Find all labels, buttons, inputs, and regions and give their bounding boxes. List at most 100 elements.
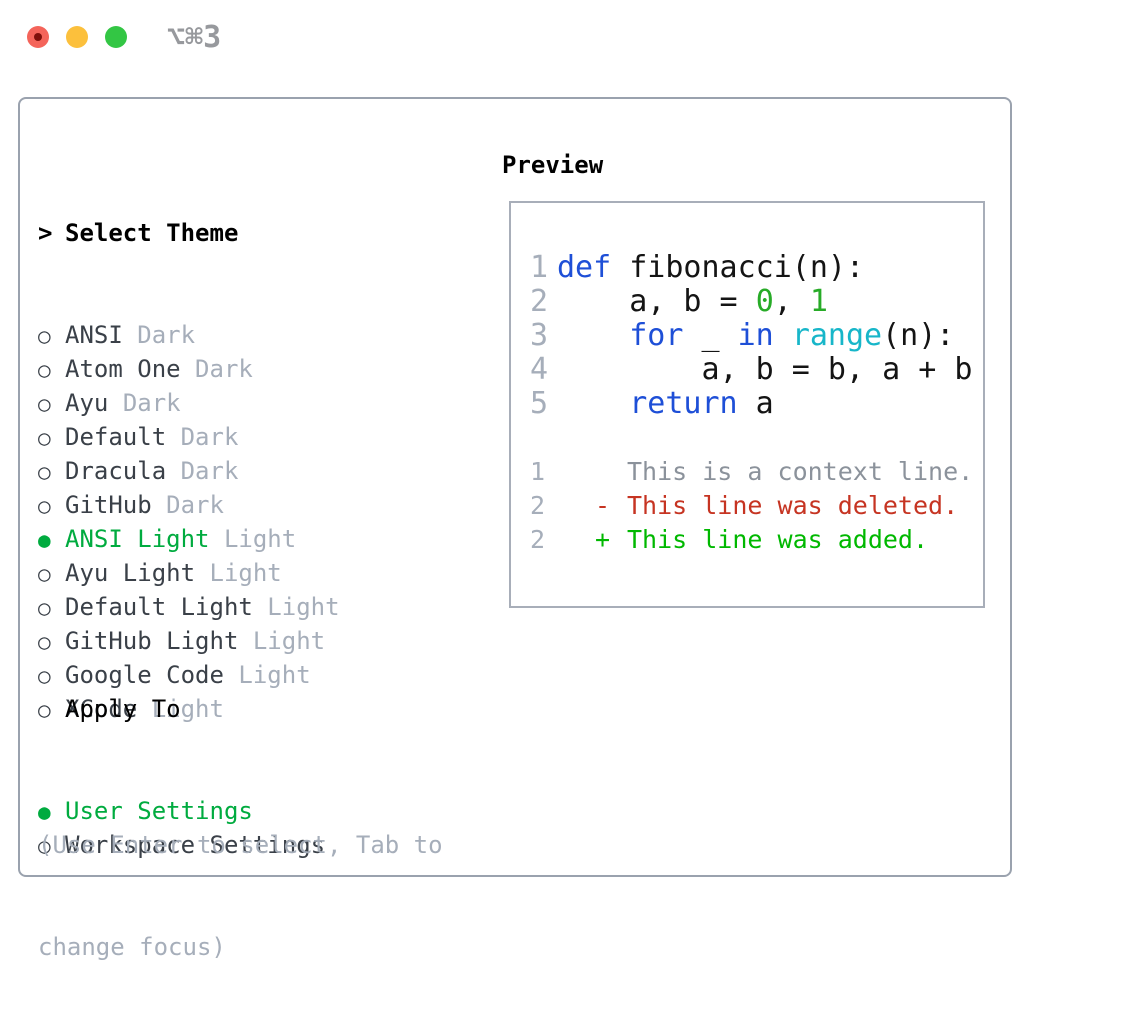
theme-name: GitHub	[65, 491, 152, 519]
theme-option[interactable]: ○GitHub Light Light	[38, 624, 340, 658]
code-token: a, b = b, a + b	[557, 352, 973, 387]
radio-selected-icon: ●	[38, 800, 51, 824]
radio-unselected-icon: ○	[38, 494, 51, 518]
radio-unselected-icon: ○	[38, 358, 51, 382]
theme-option[interactable]: ○Google Code Light	[38, 658, 340, 692]
diff-marker: -	[595, 491, 611, 520]
code-token	[557, 318, 629, 353]
help-line-2: change focus)	[38, 933, 226, 961]
theme-option[interactable]: ○Atom One Dark	[38, 352, 340, 386]
apply-to-title: Apply To	[65, 695, 181, 723]
theme-option[interactable]: ○XCode Light	[38, 692, 340, 726]
theme-variant: Dark	[180, 457, 239, 485]
theme-name: Default	[65, 423, 167, 451]
theme-variant: Light	[151, 695, 224, 723]
apply-to-list: ● User Settings ○ Workspace Settings	[38, 794, 325, 862]
radio-unselected-icon: ○	[38, 664, 51, 688]
apply-option-label: Workspace Settings	[65, 831, 326, 859]
theme-variant: Dark	[180, 423, 239, 451]
diff-text: This is a context line.	[627, 457, 974, 486]
theme-option[interactable]: ○ANSI Dark	[38, 318, 340, 352]
theme-variant: Dark	[166, 491, 224, 519]
theme-option[interactable]: ○Ayu Light Light	[38, 556, 340, 590]
app-window: ⌥⌘3 >Select Theme ○ANSI Dark○Atom One Da…	[18, 19, 1012, 961]
minimize-button[interactable]	[66, 26, 88, 48]
diff-text: This line was deleted.	[627, 491, 959, 520]
code-line: 4 a, b = b, a + b	[530, 353, 973, 387]
code-token: 0	[755, 284, 774, 319]
code-token: ,	[773, 284, 810, 319]
close-button[interactable]	[27, 26, 49, 48]
diff-marker: +	[595, 525, 611, 554]
line-number: 2	[530, 284, 549, 319]
code-token: def	[557, 250, 612, 285]
theme-variant: Light	[223, 525, 297, 553]
radio-unselected-icon: ○	[38, 596, 51, 620]
code-line: 2 a, b = 0, 1	[530, 285, 973, 319]
radio-unselected-icon: ○	[38, 392, 51, 416]
theme-list-title: Select Theme	[65, 219, 239, 247]
code-line: 5 return a	[530, 387, 973, 421]
code-token: 1	[809, 284, 828, 319]
theme-name: Google Code	[65, 661, 224, 689]
radio-selected-icon: ●	[38, 528, 51, 552]
theme-option[interactable]: ○Dracula Dark	[38, 454, 340, 488]
code-token: for	[629, 318, 684, 353]
code-token: in	[737, 318, 774, 353]
radio-unselected-icon: ○	[38, 460, 51, 484]
radio-unselected-icon: ○	[38, 834, 51, 858]
theme-option[interactable]: ○ Default Dark	[38, 420, 340, 454]
theme-name: Ayu Light	[65, 559, 196, 587]
code-line: 3 for _ in range(n):	[530, 319, 973, 353]
theme-variant: Light	[252, 627, 326, 655]
radio-unselected-icon: ○	[38, 562, 51, 586]
theme-option[interactable]: ○Ayu Dark	[38, 386, 340, 420]
code-token: return	[629, 386, 738, 421]
apply-option-label: User Settings	[65, 797, 253, 825]
theme-option[interactable]: ● ANSI Light Light	[38, 522, 340, 556]
theme-variant: Light	[267, 593, 340, 621]
code-token: fibonacci(n):	[611, 250, 865, 285]
apply-option[interactable]: ○ Workspace Settings	[38, 828, 325, 862]
diff-line-added: 2+This line was added.	[530, 523, 973, 557]
theme-name: GitHub Light	[65, 627, 239, 655]
selection-caret-icon: >	[38, 219, 53, 247]
diff-text: This line was added.	[627, 525, 929, 554]
apply-to-header: Apply To	[38, 692, 325, 726]
code-token: _	[683, 318, 738, 353]
help-text: (Use Enter to select, Tab to change focu…	[38, 760, 443, 1032]
radio-unselected-icon: ○	[38, 426, 51, 450]
code-token	[774, 318, 792, 353]
line-number: 4	[530, 352, 549, 387]
theme-name: Default Light	[65, 593, 253, 621]
preview-title: Preview	[502, 151, 604, 179]
diff-line-deleted: 2 -This line was deleted.	[530, 489, 973, 523]
line-number: 1	[530, 457, 546, 486]
zoom-button[interactable]	[105, 26, 127, 48]
theme-option[interactable]: ○ GitHub Dark	[38, 488, 340, 522]
theme-option[interactable]: ○ Default Light Light	[38, 590, 340, 624]
theme-list: ○ANSI Dark○Atom One Dark○Ayu Dark○Defaul…	[38, 318, 340, 726]
apply-option[interactable]: ● User Settings	[38, 794, 325, 828]
diff-line-context: 1 This is a context line.	[530, 455, 973, 489]
titlebar: ⌥⌘3	[27, 20, 221, 55]
diff-marker	[595, 455, 627, 489]
code-token: (n):	[882, 318, 955, 353]
theme-variant: Dark	[122, 389, 181, 417]
theme-list-header: > Select Theme	[38, 216, 340, 250]
line-number: 2	[530, 491, 546, 520]
radio-unselected-icon: ○	[38, 324, 51, 348]
radio-unselected-icon: ○	[38, 698, 51, 722]
theme-name: ANSI Light	[65, 525, 210, 553]
code-token: range	[791, 318, 883, 353]
blank-line	[530, 421, 973, 455]
theme-name: ANSI	[65, 321, 123, 349]
apply-to-section: Apply To ● User Settings ○ Workspace Settin…	[38, 624, 325, 930]
theme-variant: Dark	[195, 355, 253, 383]
keyboard-shortcut-label: ⌥⌘3	[167, 19, 222, 55]
code-token	[557, 386, 629, 421]
line-number: 1	[530, 250, 549, 285]
